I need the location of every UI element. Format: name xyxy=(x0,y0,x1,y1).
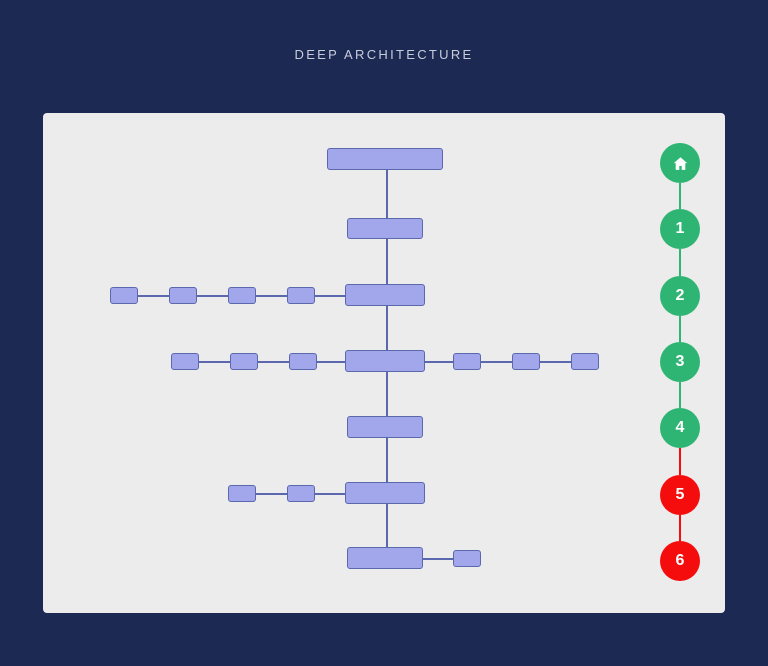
branch-connector xyxy=(540,360,571,363)
spine-segment xyxy=(386,438,388,482)
timeline-connector xyxy=(679,249,681,276)
branch-node[interactable] xyxy=(228,485,256,502)
branch-node[interactable] xyxy=(453,550,481,567)
branch-connector xyxy=(423,557,453,560)
spine-segment xyxy=(386,372,388,416)
spine-segment xyxy=(386,504,388,547)
branch-node[interactable] xyxy=(230,353,258,370)
branch-connector xyxy=(256,492,287,495)
branch-node[interactable] xyxy=(512,353,540,370)
timeline-connector xyxy=(679,316,681,342)
trunk-node[interactable] xyxy=(327,148,443,170)
timeline-connector xyxy=(679,382,681,408)
timeline-node-label: 1 xyxy=(675,220,685,237)
branch-node[interactable] xyxy=(453,353,481,370)
timeline-node-home[interactable] xyxy=(660,143,700,183)
timeline-connector xyxy=(679,515,681,541)
timeline-connector xyxy=(679,183,681,209)
timeline-node-4[interactable]: 4 xyxy=(660,408,700,448)
branch-node[interactable] xyxy=(289,353,317,370)
timeline-node-label: 6 xyxy=(675,552,685,569)
branch-node[interactable] xyxy=(171,353,199,370)
branch-connector xyxy=(481,360,512,363)
branch-connector xyxy=(258,360,289,363)
branch-connector xyxy=(199,360,230,363)
branch-connector xyxy=(315,294,345,297)
branch-connector xyxy=(425,360,453,363)
trunk-node[interactable] xyxy=(347,416,423,438)
timeline-connector xyxy=(679,448,681,475)
branch-connector xyxy=(197,294,228,297)
trunk-node[interactable] xyxy=(345,284,425,306)
trunk-node[interactable] xyxy=(347,218,423,239)
timeline-node-label: 4 xyxy=(675,419,685,436)
timeline-node-2[interactable]: 2 xyxy=(660,276,700,316)
timeline-rail: 1 2 3 4 5 6 xyxy=(43,113,725,613)
timeline-node-3[interactable]: 3 xyxy=(660,342,700,382)
page-title: DEEP ARCHITECTURE xyxy=(294,47,474,62)
branch-node[interactable] xyxy=(571,353,599,370)
timeline-node-5[interactable]: 5 xyxy=(660,475,700,515)
spine-segment xyxy=(386,239,388,284)
spine-segment xyxy=(386,306,388,350)
timeline-node-label: 2 xyxy=(675,287,685,304)
branch-connector xyxy=(317,360,345,363)
branch-node[interactable] xyxy=(169,287,197,304)
branch-node[interactable] xyxy=(228,287,256,304)
branch-connector xyxy=(315,492,345,495)
diagram-canvas-panel: 1 2 3 4 5 6 xyxy=(43,113,725,613)
timeline-node-6[interactable]: 6 xyxy=(660,541,700,581)
trunk-node[interactable] xyxy=(345,482,425,504)
branch-node[interactable] xyxy=(287,287,315,304)
trunk-node[interactable] xyxy=(347,547,423,569)
trunk-node[interactable] xyxy=(345,350,425,372)
branch-connector xyxy=(138,294,169,297)
timeline-node-1[interactable]: 1 xyxy=(660,209,700,249)
home-icon xyxy=(673,156,687,170)
spine-segment xyxy=(386,170,388,218)
timeline-node-label: 3 xyxy=(675,353,685,370)
branch-connector xyxy=(256,294,287,297)
branch-node[interactable] xyxy=(110,287,138,304)
timeline-node-label: 5 xyxy=(675,486,685,503)
branch-node[interactable] xyxy=(287,485,315,502)
architecture-diagram xyxy=(43,113,725,613)
